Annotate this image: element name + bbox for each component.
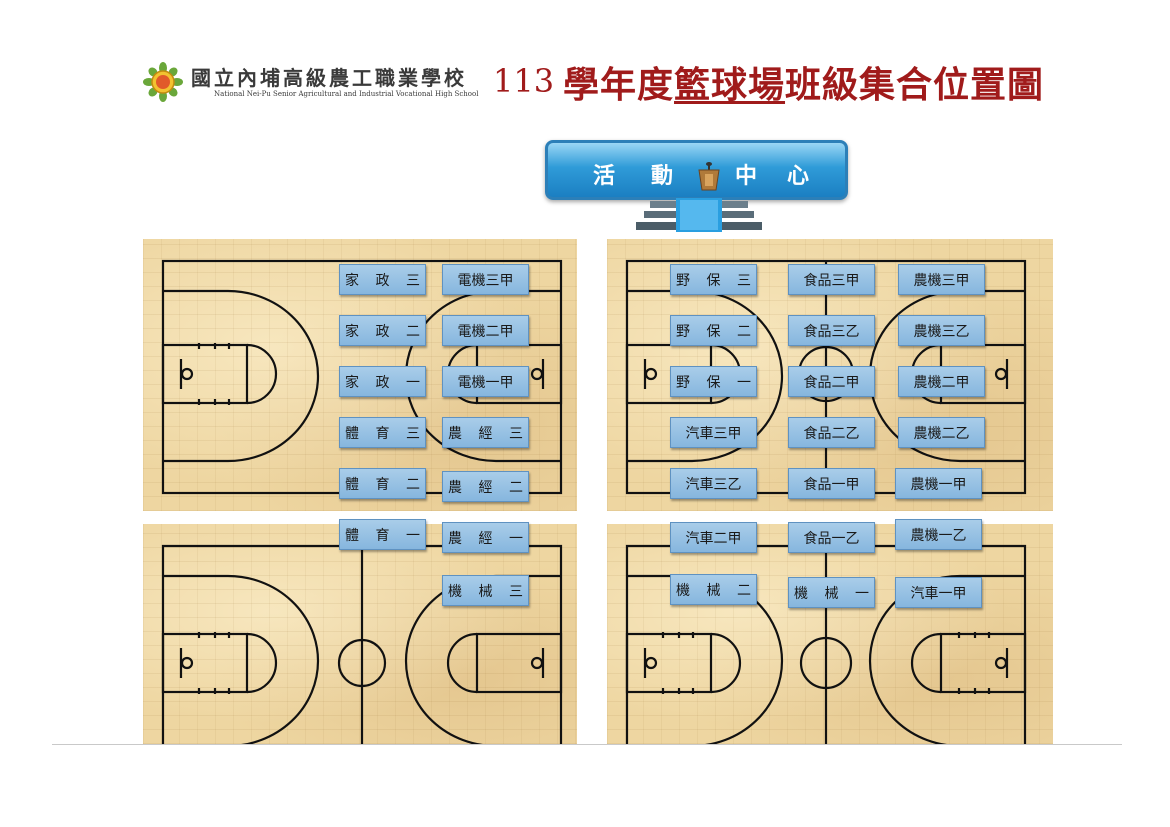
podium-icon xyxy=(698,162,720,191)
class-tag: 體 育 一 xyxy=(339,519,426,550)
class-tag: 機 械 三 xyxy=(442,575,529,606)
class-tag: 野 保 一 xyxy=(670,366,757,397)
class-tag: 電機二甲 xyxy=(442,315,529,346)
class-tag: 體 育 三 xyxy=(339,417,426,448)
class-tag: 機 械 二 xyxy=(670,574,757,605)
class-tag: 汽車三乙 xyxy=(670,468,757,499)
class-tag: 農 經 一 xyxy=(442,522,529,553)
activity-center-char-2: 動 xyxy=(651,164,674,189)
class-tag: 汽車一甲 xyxy=(895,577,982,608)
class-tag: 農機一甲 xyxy=(895,468,982,499)
title-part-3: 班級集合位置圖 xyxy=(785,64,1045,106)
title-year: 113 xyxy=(493,62,555,100)
class-tag: 家 政 三 xyxy=(339,264,426,295)
class-tag: 野 保 二 xyxy=(670,315,757,346)
class-tag: 農機三甲 xyxy=(898,264,985,295)
class-tag: 機 械 一 xyxy=(788,577,875,608)
class-tag: 農機三乙 xyxy=(898,315,985,346)
class-tag: 汽車三甲 xyxy=(670,417,757,448)
basketball-court-bottom-right xyxy=(607,524,1053,744)
class-tag: 汽車二甲 xyxy=(670,522,757,553)
class-tag: 食品一甲 xyxy=(788,468,875,499)
school-name-english: National Nei-Pu Senior Agricultural and … xyxy=(214,90,479,98)
class-tag: 食品二乙 xyxy=(788,417,875,448)
class-tag: 食品三甲 xyxy=(788,264,875,295)
school-name: 國立內埔高級農工職業學校 xyxy=(191,66,467,90)
class-tag: 農 經 二 xyxy=(442,471,529,502)
page-divider xyxy=(52,744,1122,745)
class-tag: 家 政 一 xyxy=(339,366,426,397)
class-tag: 電機一甲 xyxy=(442,366,529,397)
stairs-icon xyxy=(636,198,762,232)
class-tag: 野 保 三 xyxy=(670,264,757,295)
activity-center-char-3: 中 xyxy=(735,164,758,189)
activity-center-char-1: 活 xyxy=(593,164,616,189)
class-tag: 食品三乙 xyxy=(788,315,875,346)
class-tag: 體 育 二 xyxy=(339,468,426,499)
class-tag: 家 政 二 xyxy=(339,315,426,346)
school-logo-icon xyxy=(143,62,183,102)
basketball-court-bottom-left xyxy=(143,524,577,744)
class-tag: 農機二甲 xyxy=(898,366,985,397)
class-tag: 農機一乙 xyxy=(895,519,982,550)
class-tag: 農 經 三 xyxy=(442,417,529,448)
class-tag: 農機二乙 xyxy=(898,417,985,448)
class-tag: 食品二甲 xyxy=(788,366,875,397)
title-part-1: 學年度 xyxy=(563,64,675,106)
class-tag: 電機三甲 xyxy=(442,264,529,295)
page-title: 學年度籃球場班級集合位置圖 xyxy=(563,56,1044,108)
title-part-2: 籃球場 xyxy=(674,64,786,106)
class-tag: 食品一乙 xyxy=(788,522,875,553)
activity-center-char-4: 心 xyxy=(787,164,810,189)
